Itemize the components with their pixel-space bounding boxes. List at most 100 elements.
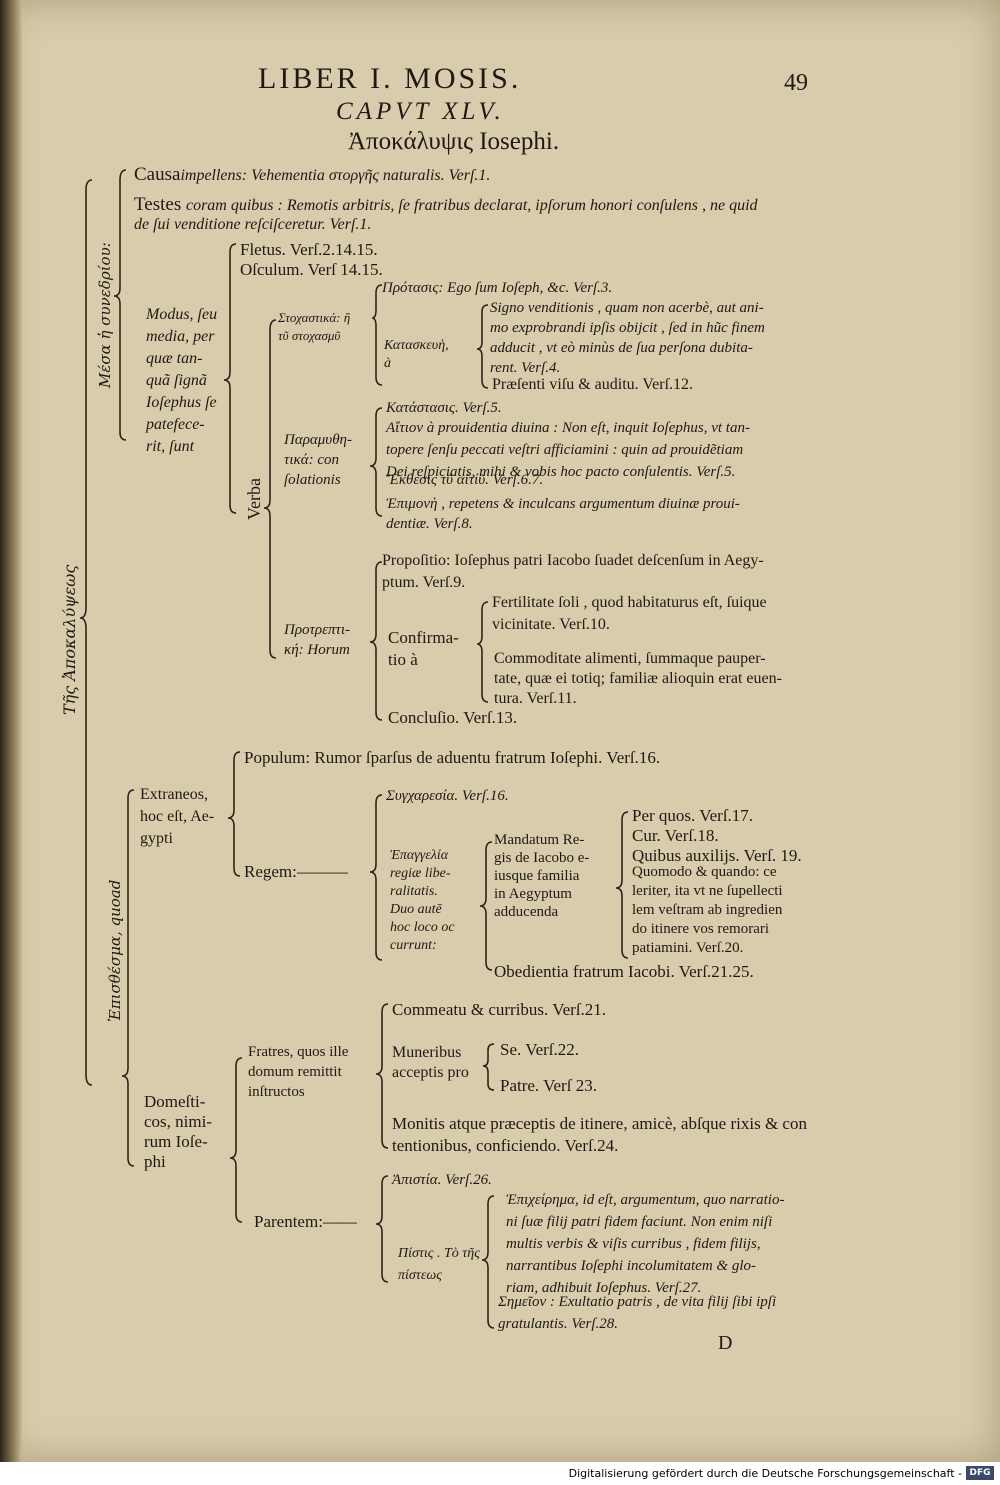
modus-line: patefece- <box>146 416 205 433</box>
quomodo-line: do itinere vos remorari <box>632 921 770 937</box>
fletus-line: Fletus. Verſ.2.14.15. <box>240 240 378 259</box>
brace-fratres <box>375 1003 389 1149</box>
aition-line: Dei reſpiciatis, mihi & vobis hoc pacto … <box>386 464 736 480</box>
parentem-label: Parentem:—— <box>254 1212 357 1231</box>
monitis-line: Monitis atque præceptis de itinere, amic… <box>392 1114 807 1133</box>
paramyth-line: Παραμυθη- <box>284 432 352 448</box>
apistia-line: Ἀπιστία. Verſ.26. <box>392 1172 492 1188</box>
confirmatio-line: tio à <box>388 650 418 669</box>
protrept-line: κή: Horum <box>284 642 350 658</box>
monitis-line: tentionibus, conficiendo. Verſ.24. <box>392 1136 619 1155</box>
brace-modus <box>223 243 237 514</box>
modus-line: media, per <box>146 328 215 345</box>
chapter-heading: CAPVT XLV. <box>336 98 505 125</box>
running-title: LIBER I. MOSIS. <box>258 62 522 95</box>
commoditate-line: tura. Verſ.11. <box>494 690 577 707</box>
testes-label: Testes <box>134 194 182 215</box>
confirmatio-line: Confirma- <box>388 628 459 647</box>
propositio-line: ptum. Verſ.9. <box>382 574 466 591</box>
regem-label: Regem:——— <box>244 862 348 881</box>
pistis-line: πίστεως <box>398 1268 442 1283</box>
mandatum-line: iusque familia <box>494 868 580 884</box>
brace-verba <box>263 319 277 659</box>
brace-paramyth <box>369 407 383 517</box>
pistis-line: Πίστις . Τὸ τῆς <box>398 1246 480 1261</box>
extraneos-line: Extraneos, <box>140 786 208 803</box>
brace-mesa <box>113 169 127 441</box>
commoditate-line: Commoditate alimenti, ſummaque pauper- <box>494 650 766 667</box>
aition-line: topere ſenſu peccati veſtri afficiamini … <box>386 442 744 458</box>
signo-line: rent. Verſ.4. <box>490 360 561 376</box>
stoch-line: Στοχαστικά: ἢ <box>278 310 351 325</box>
brace-domest2 <box>229 1057 243 1223</box>
brace-parentem <box>375 1175 389 1283</box>
fertilitate-line: Fertilitate ſoli , quod habitaturus eſt,… <box>492 594 767 611</box>
osculum-line: Oſculum. Verſ 14.15. <box>240 260 383 279</box>
fratres-line: inſtructos <box>248 1084 305 1100</box>
ekthesis-line: Ἔκθεσις τῦ αἰτίῦ. Verſ.6.7. <box>386 472 544 488</box>
epangelia-line: hoc loco oc <box>390 920 455 935</box>
fratres-line: domum remittit <box>248 1064 342 1080</box>
semeion-line: gratulantis. Verſ.28. <box>498 1316 619 1332</box>
causa-heading: Causaimpellens: Vehementia στοργῆς natur… <box>134 164 490 186</box>
quomodo-line: lem veſtram ab ingredien <box>632 902 783 918</box>
katastasis-line: Κατάστασις. Verſ.5. <box>386 400 502 416</box>
commoditate-line: tate, quæ ei totiq; familiæ alioquin era… <box>494 670 782 687</box>
cur-line: Cur. Verſ.18. <box>632 826 719 845</box>
paramyth-line: τικά: con <box>284 452 340 468</box>
patre-line: Patre. Verſ 23. <box>500 1076 597 1095</box>
page-gutter <box>0 0 22 1462</box>
brace-root <box>79 179 93 1086</box>
kataskeue-line: à <box>384 356 391 371</box>
epangelia-line: currunt: <box>390 938 437 953</box>
brace-pistis <box>481 1195 495 1329</box>
synchairesia-line: Συγχαρεσία. Verſ.16. <box>386 788 509 804</box>
conclusio-line: Concluſio. Verſ.13. <box>388 708 518 727</box>
brace-extraneos <box>227 751 241 877</box>
dfg-logo-icon: DFG <box>966 1466 994 1480</box>
brace-domestici <box>121 789 135 1167</box>
stoch-line: τῦ στοχασμῦ <box>278 328 341 343</box>
rotated-label-main: Τῆς Ἀποκαλύψεως <box>60 564 79 715</box>
brace-epangelia <box>479 841 493 971</box>
domestici-line: Domeſti- <box>144 1092 206 1111</box>
mandatum-line: Mandatum Re- <box>494 832 585 848</box>
signo-line: Signo venditionis , quam non acerbè, aut… <box>490 300 764 316</box>
quomodo-line: Quomodo & quando: ce <box>632 864 777 880</box>
se-line: Se. Verſ.22. <box>500 1040 580 1059</box>
epimone-line: Ἐπιμονὴ , repetens & inculcans argumentu… <box>386 496 740 512</box>
mandatum-line: adducenda <box>494 904 559 920</box>
signo-line: adducit , vt eò minùs de ſua perſona dub… <box>490 340 753 356</box>
epicheirema-line: riam, adhibuit Ioſephus. Verſ.27. <box>506 1280 702 1296</box>
quibus-line: Quibus auxilijs. Verſ. 19. <box>632 846 802 865</box>
epicheirema-line: ni ſuæ filij patri fidem faciunt. Non en… <box>506 1214 773 1230</box>
causa-label: Causa <box>134 164 181 185</box>
epangelia-line: Ἐπαγγελία <box>390 848 449 863</box>
signature-mark: D <box>718 1332 733 1354</box>
aition-line: Αἴτιον à prouidentia diuina : Non eſt, i… <box>386 420 750 436</box>
mandatum-line: in Aegyptum <box>494 886 572 902</box>
commeatu-line: Commeatu & curribus. Verſ.21. <box>392 1000 607 1019</box>
domestici-line: cos, nimi- <box>144 1112 212 1131</box>
epangelia-line: ralitatis. <box>390 884 438 899</box>
testes-line-2: de ſui venditione reſciſceretur. Verſ.1. <box>134 216 372 233</box>
modus-line: Ioſephus ſe <box>146 394 217 411</box>
page-number: 49 <box>784 70 808 96</box>
testes-line-1: Testes coram quibus : Remotis arbitris, … <box>134 194 758 216</box>
fertilitate-line: vicinitate. Verſ.10. <box>492 616 610 633</box>
epicheirema-line: Ἐπιχείρημα, id eſt, argumentum, quo narr… <box>506 1192 785 1208</box>
quomodo-line: leriter, ita vt ne ſupellecti <box>632 883 783 899</box>
verba-label: Verba <box>244 478 264 520</box>
fratres-line: Fratres, quos ille <box>248 1044 349 1060</box>
modus-line: Modus, ſeu <box>146 306 218 323</box>
brace-regem <box>369 794 383 961</box>
brace-protrept <box>369 561 383 721</box>
domestici-line: phi <box>144 1152 166 1171</box>
protasis-line: Πρότασις: Ego ſum Ioſeph, &c. Verſ.3. <box>382 280 613 296</box>
epicheirema-line: multis verbis & viſis curribus , fidem f… <box>506 1236 761 1252</box>
extraneos-line: gypti <box>140 830 173 847</box>
brace-kata <box>476 304 489 389</box>
rotated-label-a: Μέσα ἡ συνεδρίου: <box>96 242 114 388</box>
